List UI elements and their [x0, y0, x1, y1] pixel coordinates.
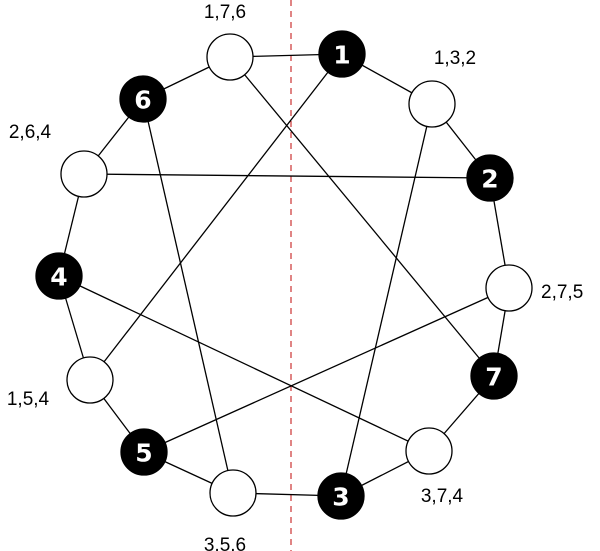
- filled-node-6: [119, 75, 167, 123]
- nodes: 1 2 3 4 5 6 7: [35, 30, 533, 520]
- open-node-l264: [60, 150, 108, 198]
- filled-node-2: [466, 154, 514, 202]
- node-labels: 1,7,6 1,3,2 2,6,4 2,7,5 1,5,4 3,7,4 3,5,6: [7, 2, 583, 551]
- filled-node-number-5: 5: [135, 439, 152, 468]
- triple-label-l275: 2,7,5: [541, 282, 583, 303]
- filled-node-number-3: 3: [332, 483, 349, 512]
- open-node-l154: [66, 356, 114, 404]
- filled-node-3: [317, 472, 365, 520]
- edge-p6-l356: [142, 98, 234, 494]
- filled-node-number-4: 4: [50, 263, 67, 292]
- edge-p4-l374: [58, 275, 430, 452]
- filled-node-number-6: 6: [134, 86, 151, 115]
- open-node-l132: [408, 80, 456, 128]
- filled-node-number-2: 2: [481, 165, 498, 194]
- open-node-l275: [485, 264, 533, 312]
- triple-label-l356: 3,5,6: [204, 535, 246, 551]
- triple-label-l264: 2,6,4: [9, 122, 52, 143]
- filled-node-7: [470, 352, 518, 400]
- triple-label-l132: 1,3,2: [434, 48, 476, 69]
- triple-label-l374: 3,7,4: [421, 486, 464, 507]
- filled-node-1: [318, 30, 366, 78]
- filled-node-5: [120, 428, 168, 476]
- triple-label-l176: 1,7,6: [204, 2, 246, 23]
- edge-l275-p5: [143, 287, 510, 453]
- filled-node-number-1: 1: [333, 41, 350, 70]
- edge-p1-l154: [89, 53, 343, 381]
- open-node-l176: [206, 33, 254, 81]
- open-node-l356: [209, 469, 257, 517]
- filled-node-number-7: 7: [485, 363, 502, 392]
- edge-l176-p7: [229, 56, 495, 377]
- edge-l264-p2: [83, 173, 491, 179]
- filled-node-4: [35, 252, 83, 300]
- edge-l132-p3: [340, 103, 433, 497]
- triple-label-l154: 1,5,4: [7, 389, 50, 410]
- open-node-l374: [405, 427, 453, 475]
